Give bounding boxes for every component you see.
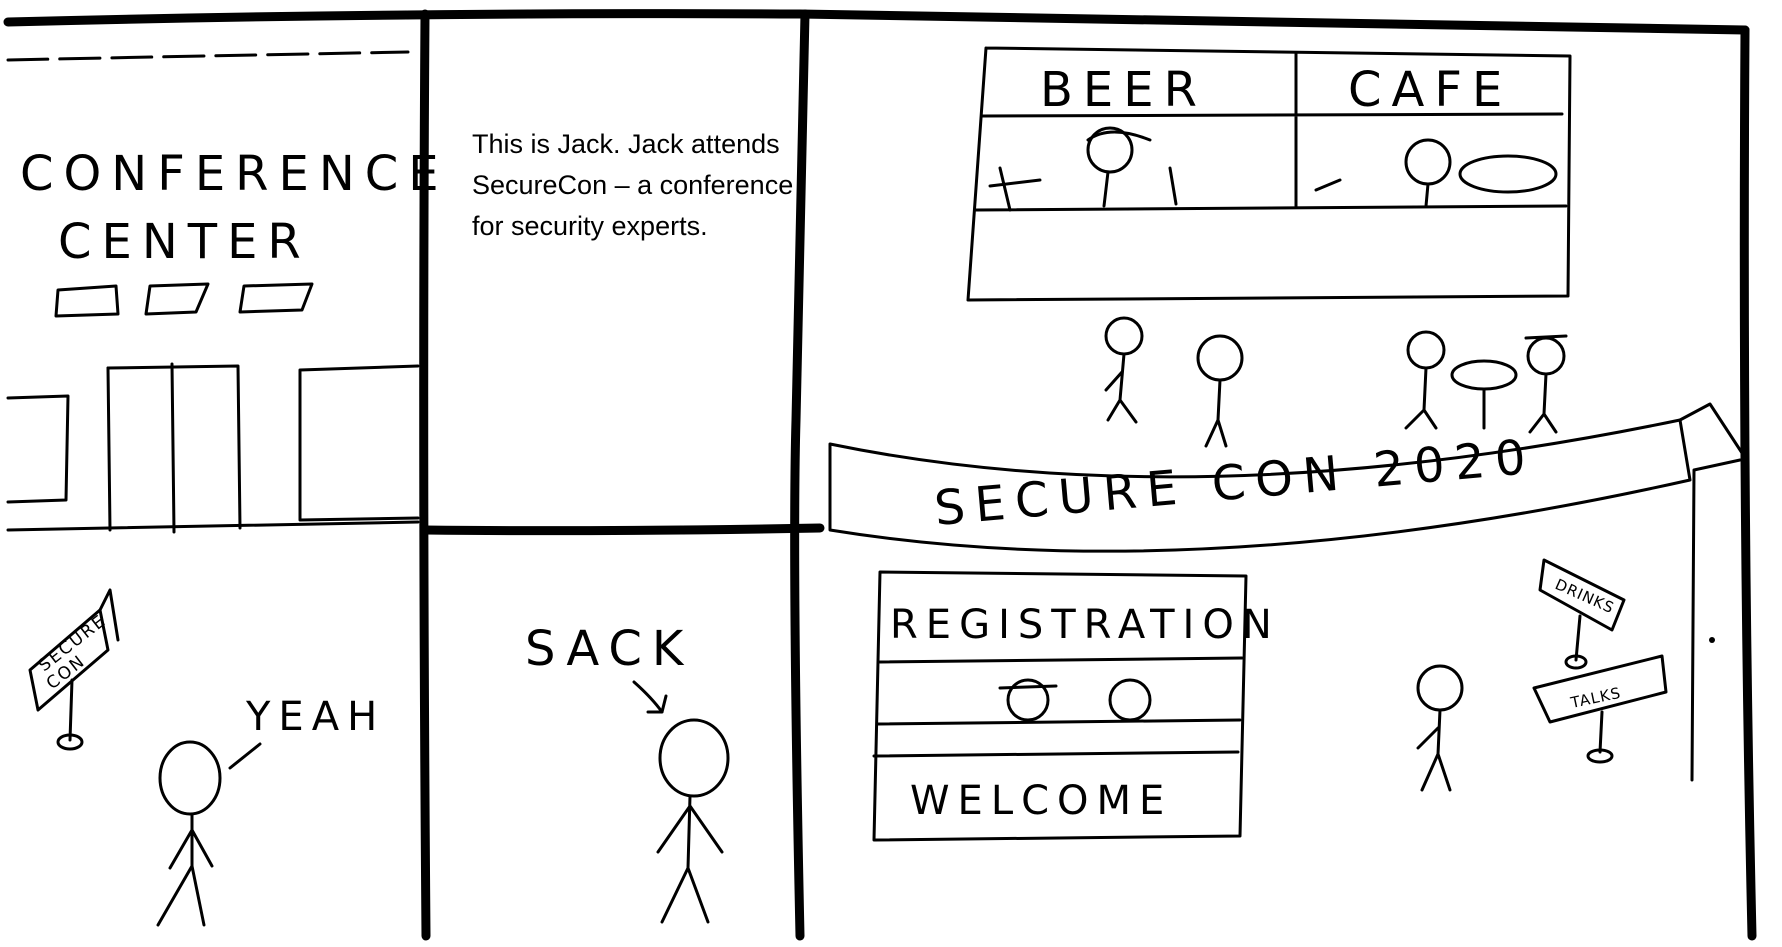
building-label-line1: CONFERENCE <box>20 146 449 202</box>
crowd <box>1104 316 1568 448</box>
pastry-display <box>1458 154 1558 194</box>
beer-sign: BEER <box>1040 62 1207 118</box>
woman-stick-figure <box>1416 664 1464 792</box>
building-label-line2: CENTER <box>58 214 311 270</box>
stick-figure-attendee: YEAH <box>156 694 385 927</box>
bar-glasses <box>988 166 1342 212</box>
divider-panel1 <box>419 9 431 941</box>
receptionist-1 <box>1006 678 1050 722</box>
securecon-banner: SECURE CON 2020 <box>828 402 1746 553</box>
speech-yeah: YEAH <box>245 694 385 740</box>
securecon-sign: SECURE CON <box>28 588 120 751</box>
receptionist-2 <box>1108 678 1152 722</box>
caption-text: This is Jack. Jack attends SecureCon – a… <box>472 129 794 241</box>
direction-signs: DRINKS TALKS <box>1532 558 1668 764</box>
barista <box>1404 138 1452 208</box>
top-border <box>3 9 1750 35</box>
panel-1: CONFERENCE CENTER SECURE CON YEAH <box>6 50 449 927</box>
desk-label-registration: REGISTRATION <box>890 602 1280 648</box>
divider-panel2 <box>790 9 810 941</box>
bartender <box>1086 126 1178 208</box>
registration-desk: REGISTRATION WELCOME <box>872 570 1280 842</box>
jack-label: SACK <box>525 621 693 677</box>
desk-label-welcome: WELCOME <box>910 778 1172 824</box>
caption-box-bottom <box>420 523 825 536</box>
right-border <box>1739 25 1757 941</box>
sign-talks: TALKS <box>1568 684 1623 712</box>
panel-borders <box>3 9 1757 941</box>
roof-line <box>6 50 410 62</box>
building-windows <box>54 282 314 318</box>
panel-3: BEER CAFE <box>828 46 1746 842</box>
panel-2: SACK <box>525 621 730 924</box>
doorway-right <box>1690 458 1742 782</box>
bar-cafe-counter: BEER CAFE <box>966 46 1572 302</box>
jack-stick-figure: SACK <box>525 621 730 924</box>
banner-text: SECURE CON 2020 <box>932 429 1538 537</box>
cafe-sign: CAFE <box>1348 62 1512 118</box>
building-entrance <box>6 362 420 534</box>
